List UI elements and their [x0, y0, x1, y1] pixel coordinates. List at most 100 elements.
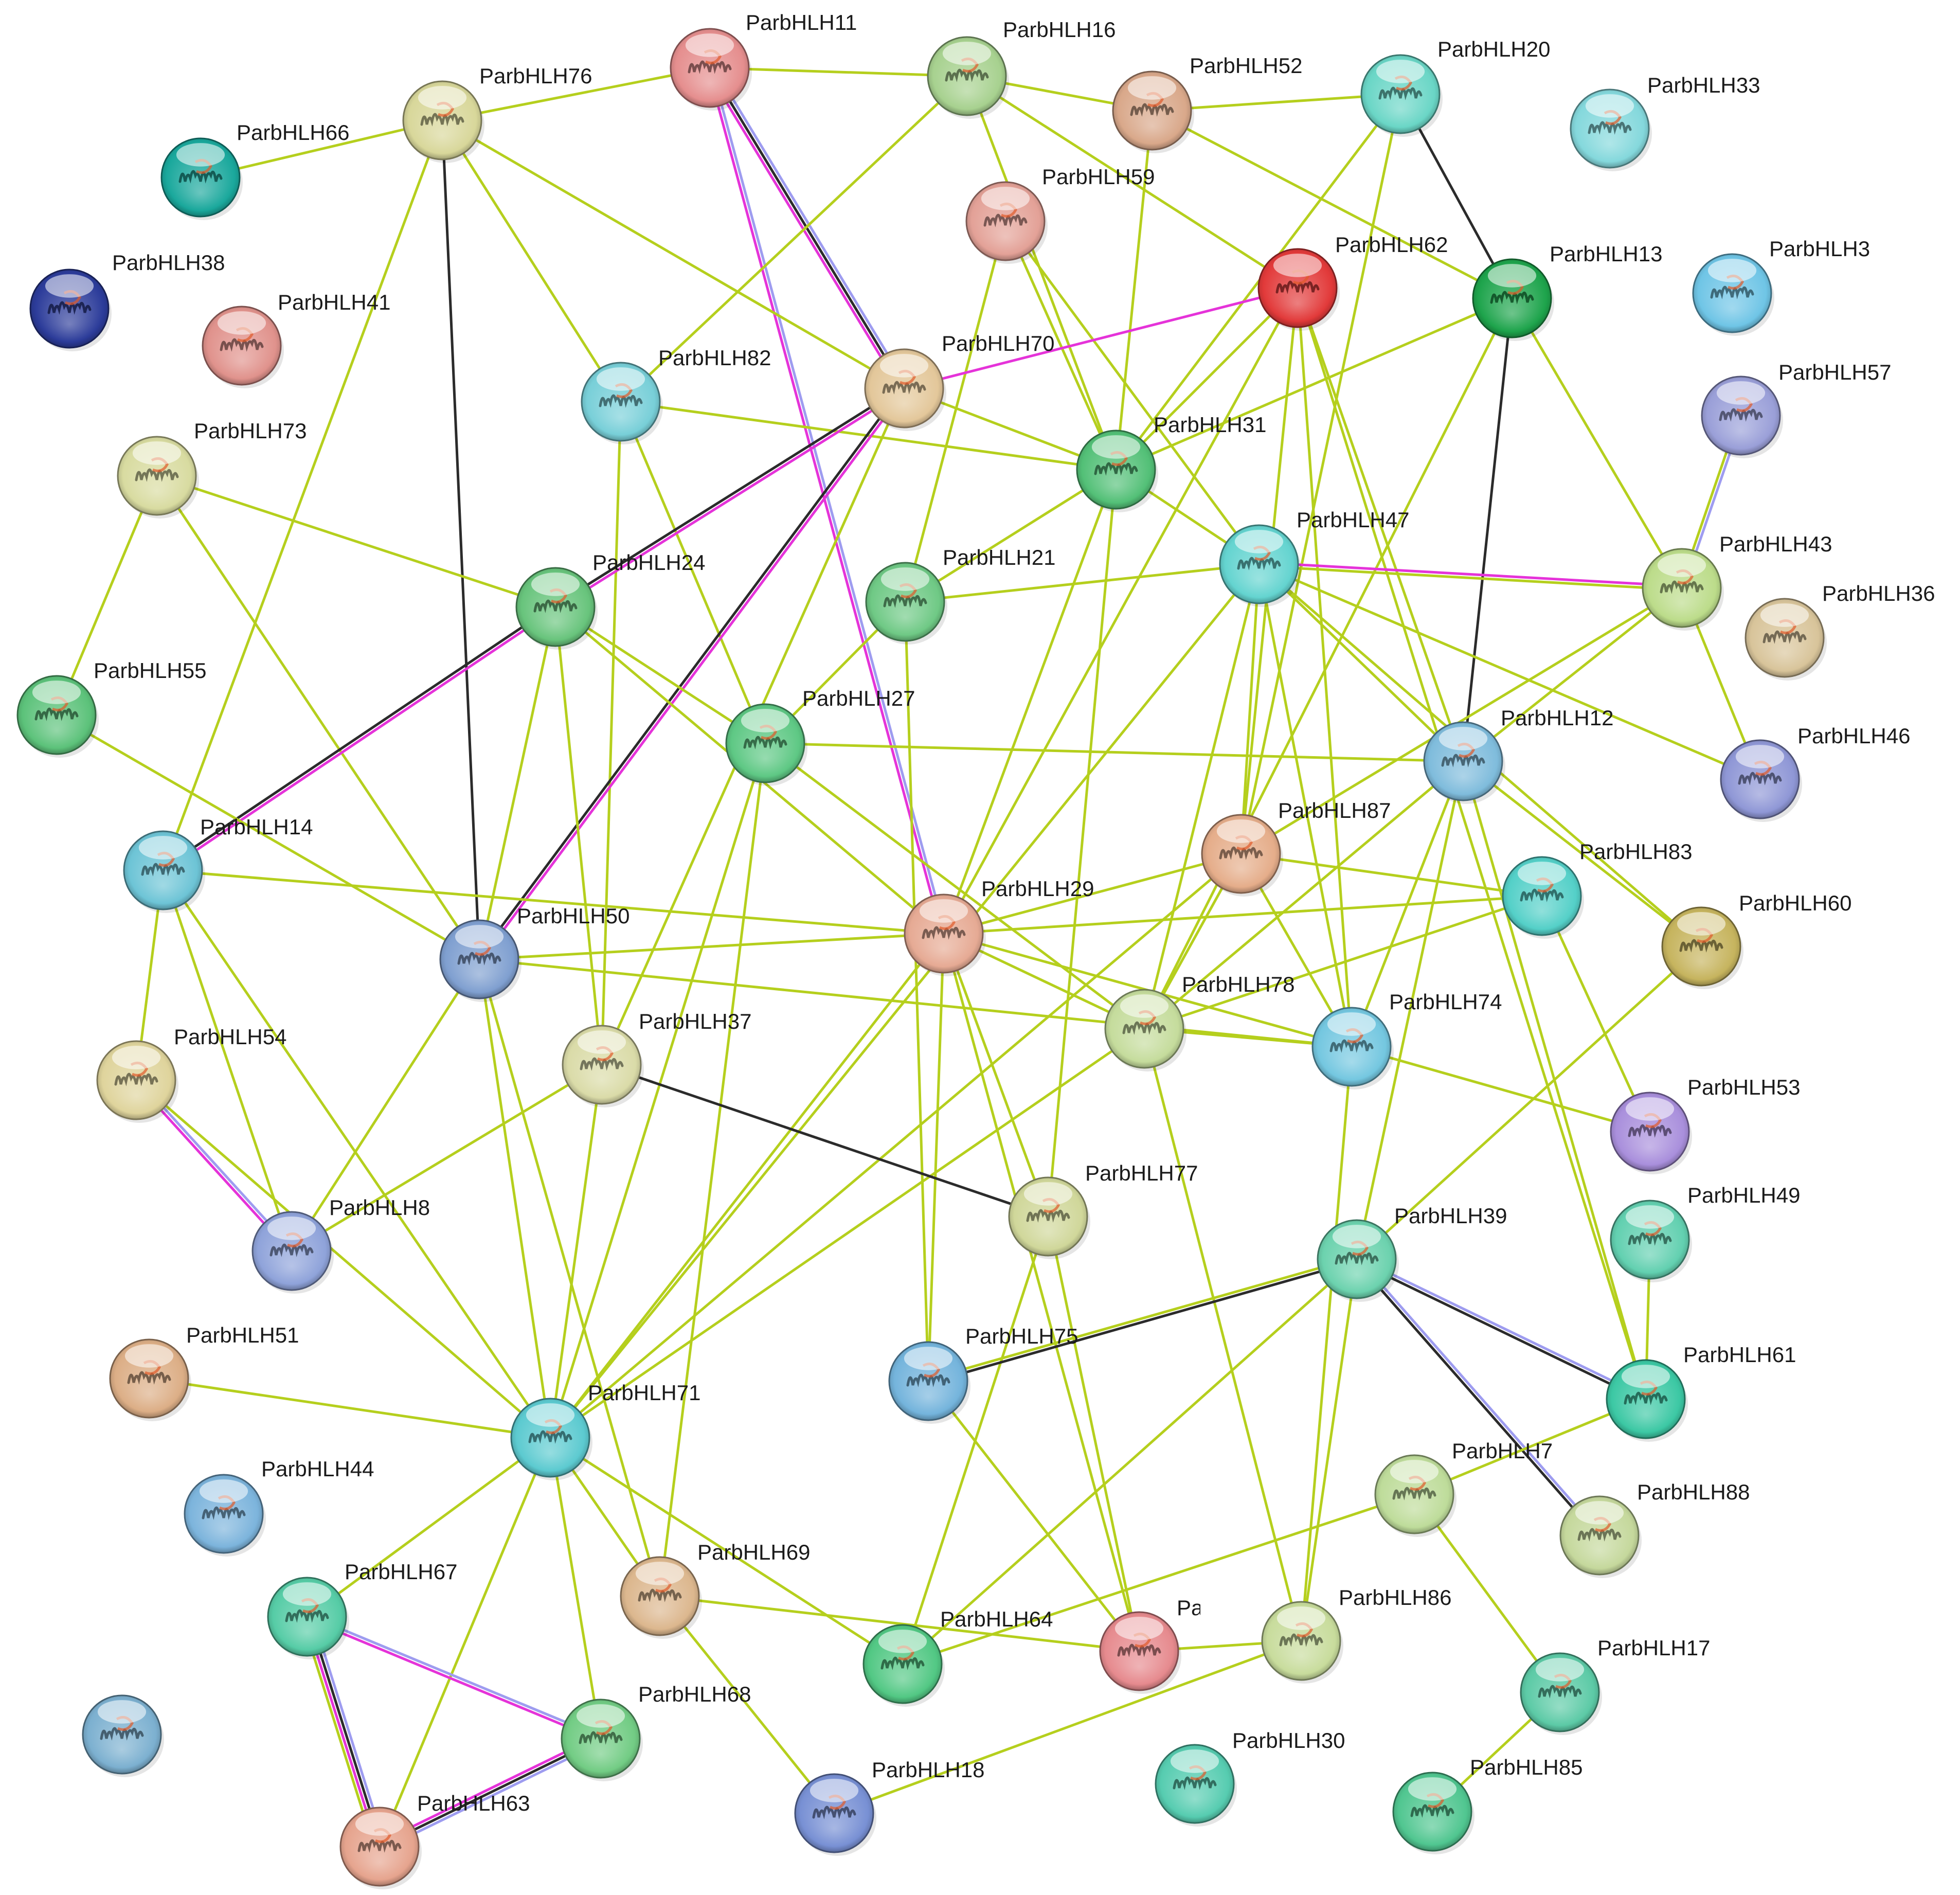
- node-parbhlh88[interactable]: [1559, 1495, 1642, 1578]
- edge-ParbHLH74-ParbHLH86: [1300, 1045, 1353, 1642]
- node-parbhlh86[interactable]: [1261, 1601, 1343, 1684]
- node-parbhlh53[interactable]: [1610, 1092, 1692, 1174]
- node-label-parbhlh66: ParbHLH66: [237, 120, 349, 145]
- node-parbhlh31[interactable]: [1076, 430, 1158, 512]
- node-parbhlh36[interactable]: [1745, 598, 1827, 681]
- edge-ParbHLH52-ParbHLH20: [1150, 93, 1402, 112]
- node-parbhlh52[interactable]: [1112, 70, 1194, 153]
- node-parbhlh78[interactable]: [1104, 989, 1186, 1071]
- node-parbhlh55[interactable]: [16, 675, 99, 758]
- edge-line-database: [311, 1614, 386, 1847]
- edge-ParbHLH87-ParbHLH29: [942, 852, 1243, 935]
- node-parbhlh75[interactable]: [888, 1341, 970, 1424]
- node-parbhlh64[interactable]: [862, 1624, 945, 1707]
- node-parbhlh20[interactable]: [1360, 54, 1443, 137]
- node-parbhlh39[interactable]: [1317, 1219, 1399, 1302]
- node-parbhlh1[interactable]: [82, 1694, 164, 1777]
- edge-ParbHLH76-ParbHLH14: [161, 119, 444, 872]
- edge-ParbHLH83-ParbHLH29: [942, 895, 1543, 935]
- node-parbhlh16[interactable]: [927, 36, 1009, 119]
- protein-structure-icon: [178, 170, 223, 184]
- node-parbhlh7[interactable]: [1374, 1454, 1456, 1537]
- node-parbhlh24[interactable]: [515, 567, 598, 650]
- node-parbhlh8[interactable]: [251, 1211, 334, 1294]
- node-parbhlh51[interactable]: [109, 1338, 191, 1421]
- node-parbhlh63[interactable]: [339, 1807, 422, 1889]
- edge-line-default: [1462, 760, 1703, 948]
- node-parbhlh76[interactable]: [402, 80, 484, 163]
- node-parbhlh59[interactable]: [965, 181, 1048, 264]
- node-label-parbhlh59: ParbHLH59: [1042, 165, 1155, 189]
- node-label-parbhlh49: ParbHLH49: [1687, 1183, 1800, 1207]
- node-parbhlh77[interactable]: [1008, 1176, 1090, 1259]
- node-label-parbhlh17: ParbHLH17: [1597, 1636, 1710, 1660]
- node-parbhlh17[interactable]: [1520, 1652, 1602, 1735]
- node-parbhlh27[interactable]: [725, 703, 807, 786]
- node-parbhlh57[interactable]: [1701, 376, 1783, 458]
- node-parbhlh41[interactable]: [202, 306, 284, 388]
- node-parbhlh49[interactable]: [1610, 1200, 1692, 1282]
- node-highlight: [1376, 60, 1425, 83]
- protein-structure-icon: [983, 213, 1028, 227]
- node-parbhlh18[interactable]: [794, 1773, 876, 1856]
- node-parbhlh9[interactable]: [1099, 1611, 1181, 1694]
- node-parbhlh60[interactable]: [1661, 906, 1743, 989]
- node-parbhlh87[interactable]: [1201, 814, 1283, 897]
- edge-ParbHLH39-ParbHLH64: [901, 1258, 1358, 1666]
- node-highlight: [1234, 530, 1284, 553]
- edge-ParbHLH31-ParbHLH21: [904, 468, 1118, 603]
- node-parbhlh3[interactable]: [1692, 253, 1774, 336]
- node-parbhlh43[interactable]: [1642, 548, 1724, 631]
- edge-ParbHLH12-ParbHLH78: [1143, 760, 1465, 1030]
- node-parbhlh70[interactable]: [864, 348, 946, 431]
- node-parbhlh38[interactable]: [29, 269, 112, 351]
- edge-ParbHLH39-ParbHLH61: [1354, 1256, 1648, 1402]
- node-parbhlh82[interactable]: [581, 362, 663, 444]
- edge-ParbHLH47-ParbHLH21: [904, 563, 1261, 603]
- edge-ParbHLH27-ParbHLH71: [549, 742, 767, 1439]
- node-parbhlh30[interactable]: [1155, 1744, 1237, 1827]
- node-label-parbhlh55: ParbHLH55: [94, 658, 206, 683]
- node-parbhlh50[interactable]: [439, 919, 522, 1002]
- node-parbhlh66[interactable]: [160, 137, 243, 220]
- node-parbhlh44[interactable]: [184, 1474, 266, 1557]
- node-parbhlh33[interactable]: [1570, 88, 1652, 171]
- node-parbhlh71[interactable]: [510, 1398, 592, 1480]
- edge-line-default: [1296, 287, 1647, 1401]
- node-parbhlh47[interactable]: [1219, 524, 1301, 607]
- edge-line-database: [711, 64, 909, 388]
- node-parbhlh13[interactable]: [1472, 258, 1554, 341]
- node-parbhlh54[interactable]: [96, 1040, 178, 1123]
- node-highlight: [267, 1217, 316, 1240]
- node-parbhlh67[interactable]: [267, 1577, 349, 1659]
- edge-ParbHLH31-ParbHLH29: [942, 468, 1118, 935]
- node-parbhlh29[interactable]: [904, 893, 986, 976]
- node-parbhlh46[interactable]: [1720, 739, 1802, 822]
- node-parbhlh73[interactable]: [117, 436, 199, 519]
- node-parbhlh69[interactable]: [620, 1556, 702, 1639]
- edge-line-default: [658, 1595, 1141, 1653]
- node-parbhlh37[interactable]: [562, 1025, 644, 1107]
- node-parbhlh74[interactable]: [1311, 1007, 1394, 1089]
- edge-line-default: [1257, 563, 1761, 781]
- node-parbhlh83[interactable]: [1502, 856, 1584, 939]
- node-parbhlh11[interactable]: [670, 28, 752, 111]
- edge-line-default: [1114, 287, 1299, 471]
- node-parbhlh85[interactable]: [1392, 1772, 1475, 1854]
- node-highlight: [1276, 1606, 1326, 1630]
- edge-ParbHLH55-ParbHLH50: [55, 713, 481, 961]
- edge-ParbHLH47-ParbHLH46: [1257, 563, 1761, 781]
- node-parbhlh68[interactable]: [561, 1699, 643, 1781]
- node-parbhlh12[interactable]: [1423, 721, 1505, 804]
- edge-line-coexpression: [441, 119, 481, 961]
- protein-structure-icon: [114, 1072, 158, 1086]
- node-parbhlh62[interactable]: [1257, 248, 1340, 331]
- node-parbhlh21[interactable]: [865, 562, 947, 645]
- protein-structure-icon: [1219, 846, 1263, 860]
- node-highlight: [1216, 819, 1266, 843]
- edge-line-default: [554, 605, 603, 1066]
- edge-line-default: [55, 713, 481, 961]
- node-parbhlh14[interactable]: [123, 830, 205, 913]
- node-label-parbhlh18: ParbHLH18: [872, 1758, 984, 1782]
- node-parbhlh61[interactable]: [1606, 1359, 1688, 1442]
